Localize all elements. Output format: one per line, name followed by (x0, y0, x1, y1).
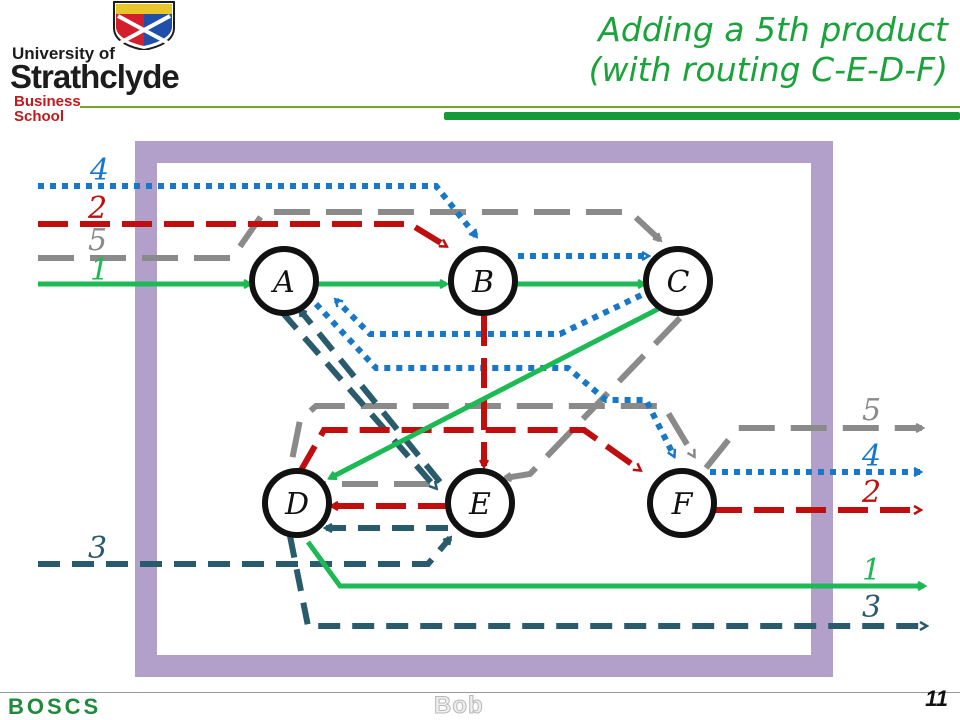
footer-rule (0, 692, 960, 693)
route-product-2 (38, 221, 920, 510)
output-label-product-2: 2 (861, 475, 881, 510)
factory-frame (135, 141, 833, 677)
logo-line-business: Business (14, 93, 81, 110)
logo-line-school: School (14, 108, 65, 125)
machine-a: A (249, 246, 319, 316)
output-label-product-3: 3 (862, 590, 881, 625)
logo-line-university-of: University of (12, 44, 115, 63)
machine-c: C (643, 246, 713, 316)
output-label-product-5: 5 (862, 393, 881, 428)
machine-b: B (448, 246, 518, 316)
machine-d: D (262, 468, 332, 538)
slide-title-line-2: (with routing C-E-D-F) (588, 49, 948, 89)
machine-f-label: F (671, 487, 694, 522)
page-number: 11 (925, 686, 948, 711)
slide-title-line-1: Adding a 5th product (598, 10, 948, 49)
output-label-product-4: 4 (861, 439, 881, 474)
header-rule-thick (444, 112, 960, 120)
machine-e-label: E (468, 487, 491, 522)
machine-d-label: D (284, 487, 309, 522)
header-rule-thin (80, 106, 960, 108)
route-product-4 (38, 183, 920, 472)
input-label-product-2: 2 (87, 191, 107, 226)
logo-line-business-school: Business School (14, 94, 81, 124)
machine-f: F (647, 468, 717, 538)
crest-icon (113, 1, 175, 50)
university-logo: University of Strathclyde Business Schoo… (6, 0, 180, 130)
input-label-product-4: 4 (89, 153, 109, 188)
input-label-product-1: 1 (90, 253, 109, 288)
input-label-product-5: 5 (88, 223, 107, 258)
machine-c-label: C (667, 265, 690, 300)
logo-line-strathclyde: Strathclyde (10, 58, 180, 95)
footer-brand: BOSCS (8, 694, 102, 719)
machine-e: E (445, 468, 515, 538)
output-label-product-1: 1 (862, 553, 881, 588)
input-label-product-3: 3 (88, 531, 107, 566)
footer-author: Bob (434, 692, 484, 720)
machine-b-label: B (471, 265, 494, 300)
machine-a-label: A (270, 265, 295, 300)
route-product-3 (38, 310, 926, 626)
route-product-1 (38, 284, 924, 586)
slide-title: Adding a 5th product (with routing C-E-D… (589, 10, 948, 89)
